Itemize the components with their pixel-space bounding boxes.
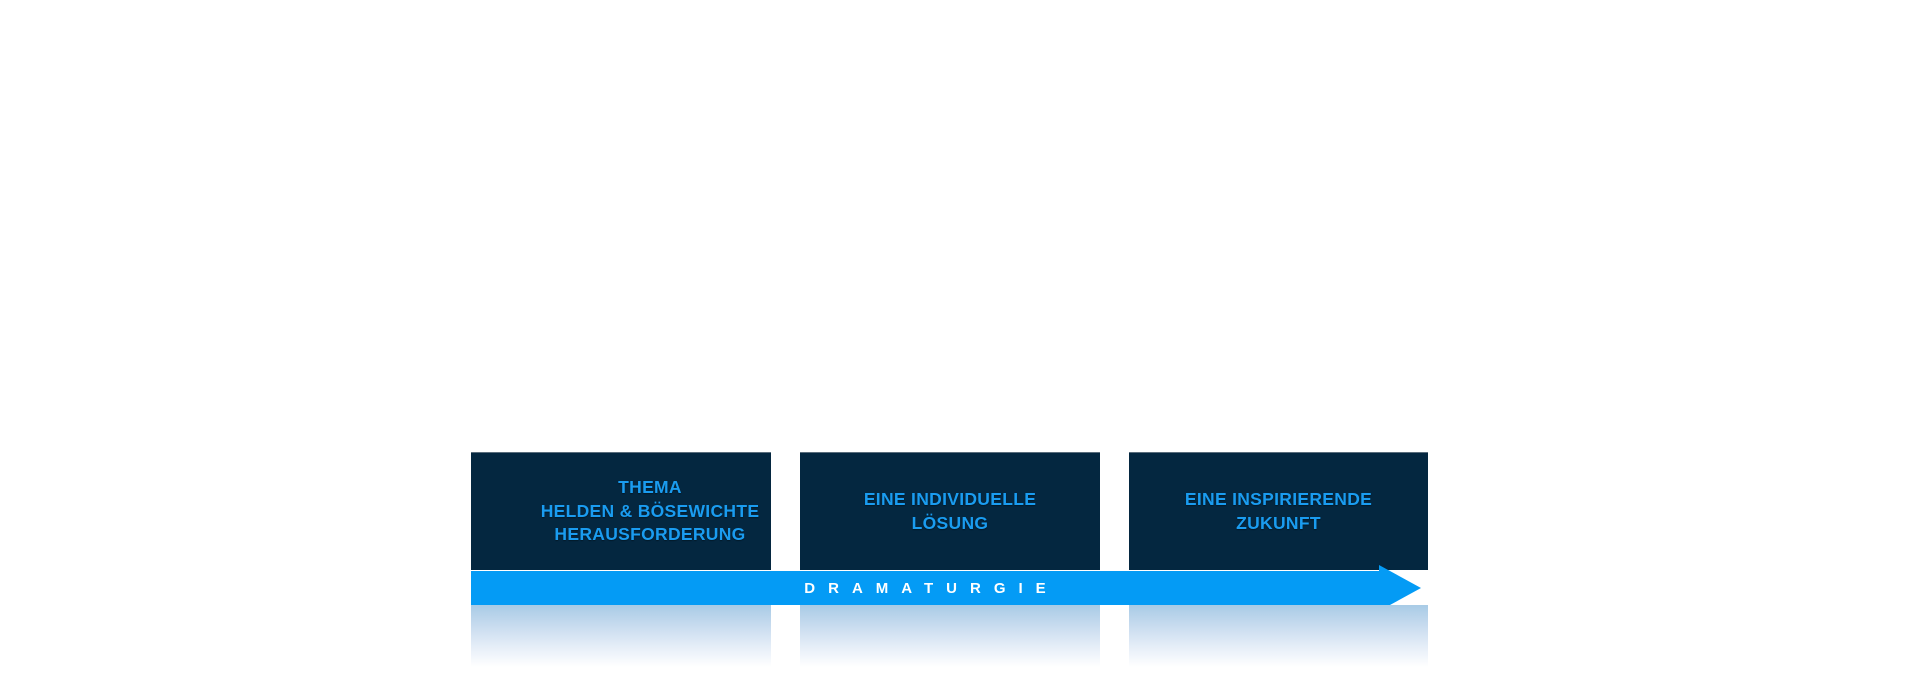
arrow-body xyxy=(471,571,1379,605)
cards-reflection xyxy=(471,605,1450,667)
dramaturgie-arrow[interactable]: DRAMATURGIE xyxy=(471,565,1450,611)
arrow-label: DRAMATURGIE xyxy=(804,579,1059,597)
arrow-head-icon xyxy=(1379,565,1421,611)
reflection-card-1 xyxy=(471,605,771,667)
reflection-card-3 xyxy=(1129,605,1428,667)
reflection-arrow-tip xyxy=(1428,605,1450,667)
reflection-card-2 xyxy=(800,605,1100,667)
